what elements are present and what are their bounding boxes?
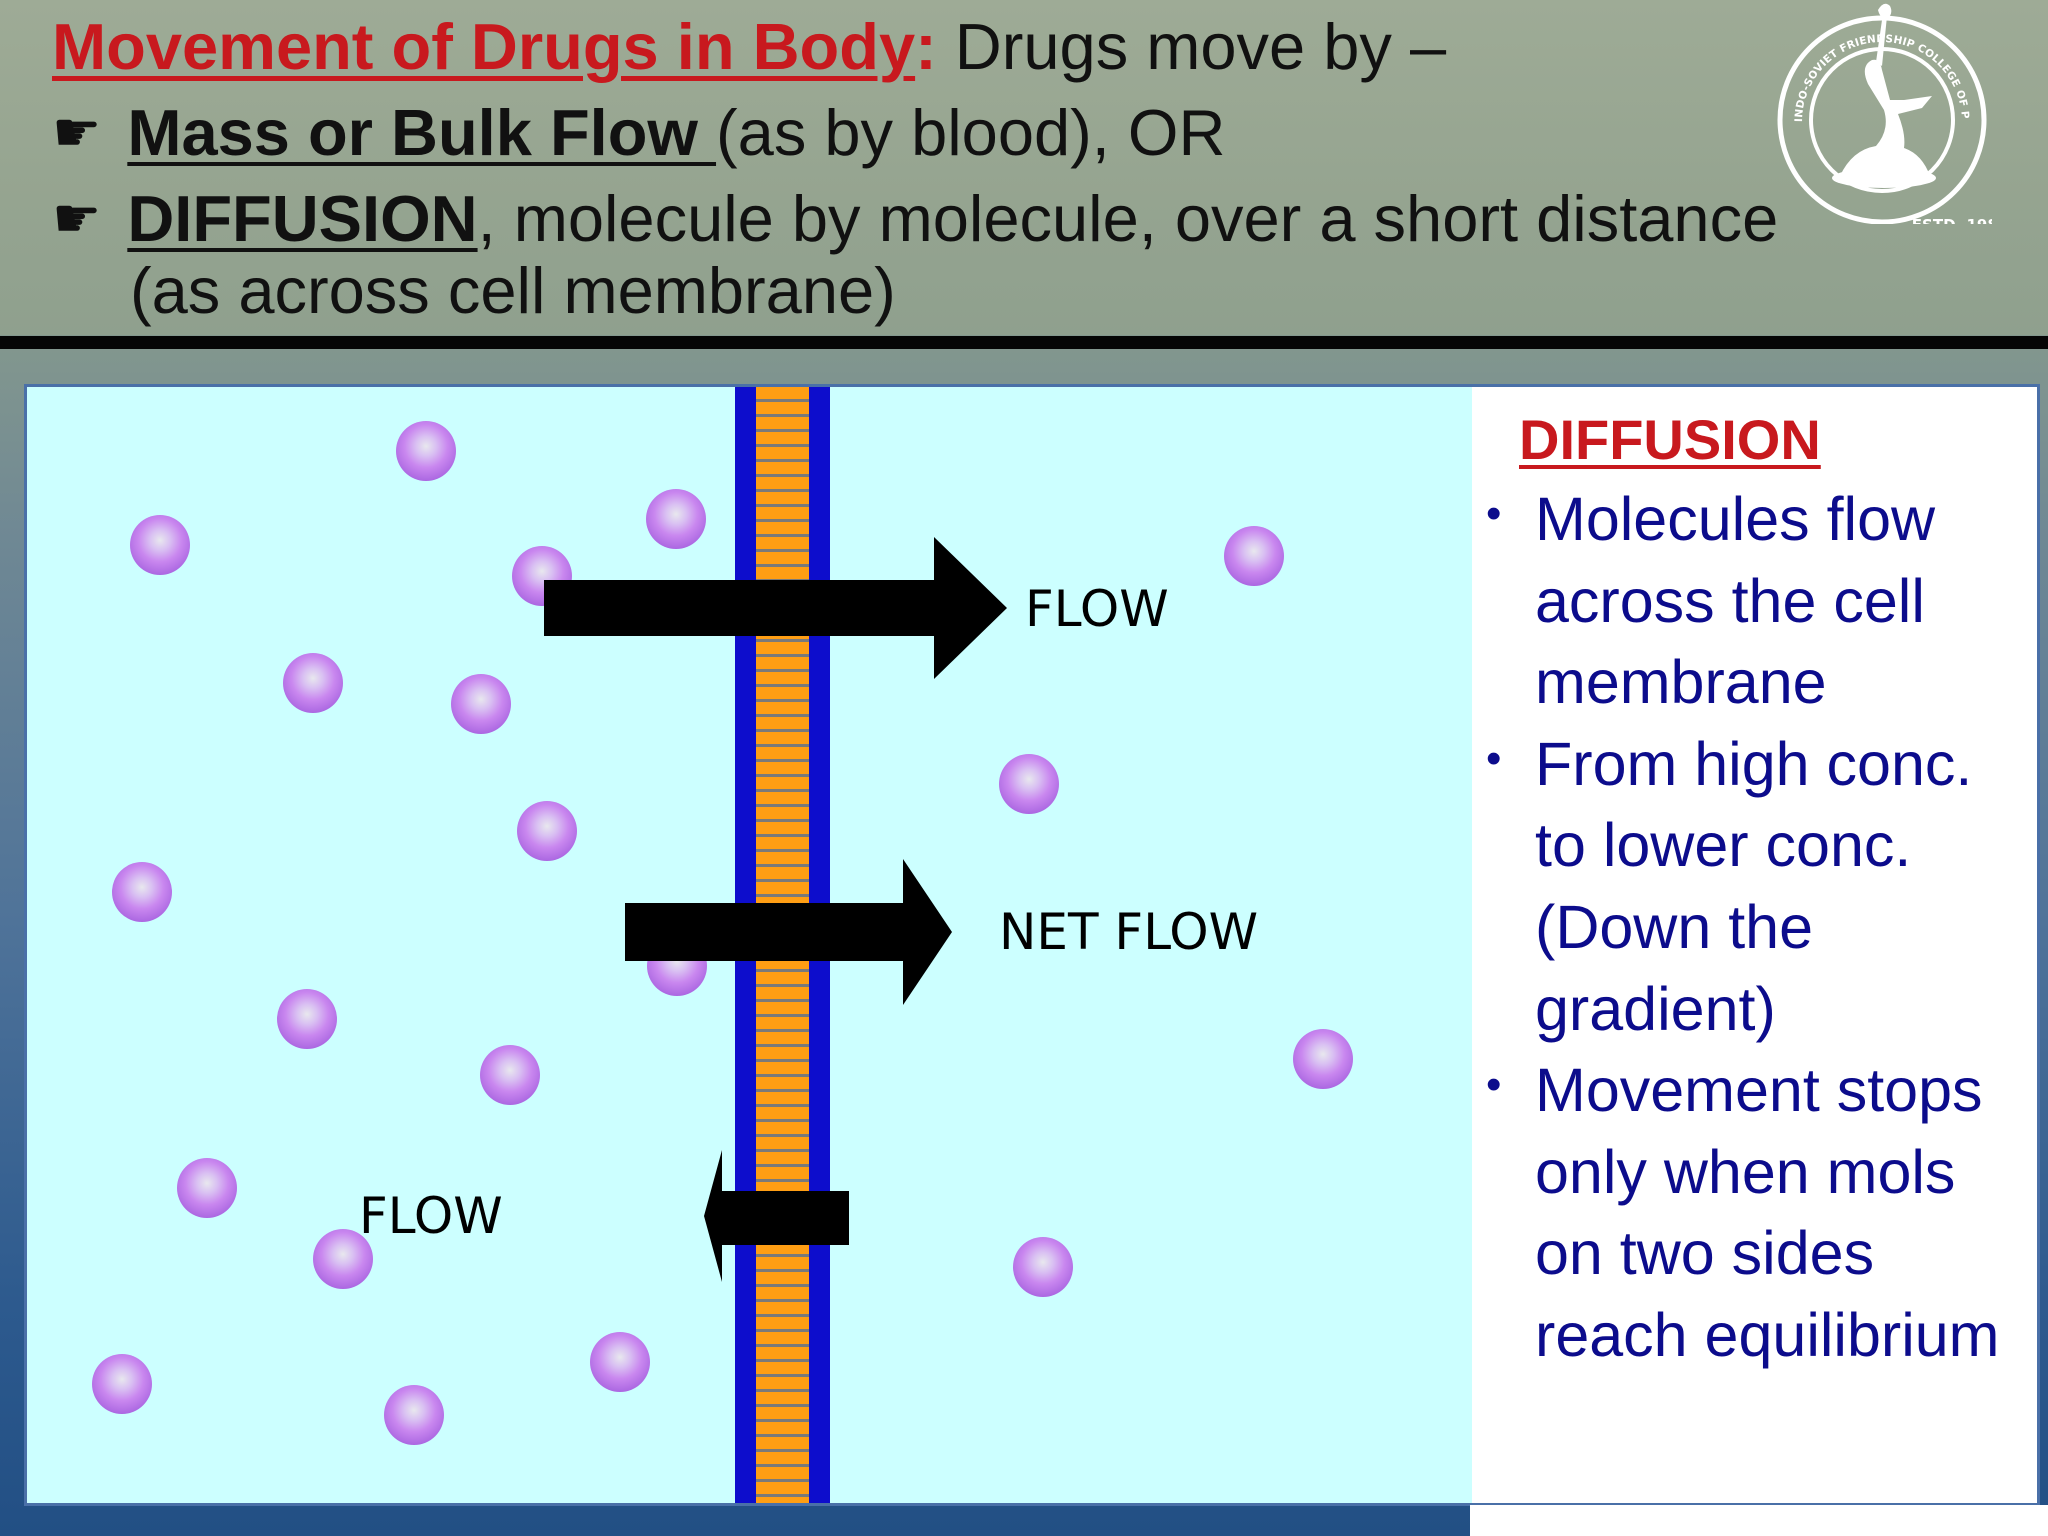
flow-label-top: FLOW — [1025, 580, 1169, 638]
intro-text: Drugs move by – — [936, 10, 1447, 83]
diffusion-panel: FLOW NET FLOW FLOW DIFFUSION Molecules f… — [24, 384, 2040, 1506]
college-logo: INDO-SOVIET FRIENDSHIP COLLEGE OF PHARMA… — [1772, 0, 1992, 224]
molecule — [451, 674, 511, 734]
header-bullet-2-continuation: (as across cell membrane) — [130, 254, 896, 327]
molecule — [92, 1354, 152, 1414]
molecule — [396, 421, 456, 481]
logo-estd: ESTD. 1984 — [1912, 216, 1992, 224]
diffusion-diagram: FLOW NET FLOW FLOW — [92, 387, 1353, 1503]
slide-header: Movement of Drugs in Body: Drugs move by… — [0, 0, 2048, 335]
bullet2-bold: DIFFUSION — [127, 182, 478, 255]
net-flow-arrow — [625, 859, 952, 1005]
bullet-item: From high conc. to lower conc. (Down the… — [1484, 718, 2015, 1050]
diffusion-textbox: DIFFUSION Molecules flow across the cell… — [1472, 387, 2037, 1503]
molecule — [1293, 1029, 1353, 1089]
net-flow-label: NET FLOW — [999, 903, 1258, 961]
bullet2-rest: , molecule by molecule, over a short dis… — [477, 182, 1779, 255]
molecule — [1224, 526, 1284, 586]
molecule — [590, 1332, 650, 1392]
molecule — [1013, 1237, 1073, 1297]
molecule — [283, 653, 343, 713]
pointing-hand-icon: ☛ — [52, 187, 102, 249]
molecule — [177, 1158, 237, 1218]
flow-arrow-left-bottom — [704, 1150, 849, 1282]
molecule — [112, 862, 172, 922]
bullet-item: Movement stops only when mols on two sid… — [1484, 1044, 2015, 1376]
molecule — [130, 515, 190, 575]
bullet1-bold: Mass or Bulk Flow — [127, 96, 717, 169]
title-colon: : — [915, 10, 937, 83]
slide-corner-strip — [1470, 1505, 2048, 1536]
molecule — [277, 989, 337, 1049]
molecule — [384, 1385, 444, 1445]
molecule — [480, 1045, 540, 1105]
pointing-hand-icon: ☛ — [52, 101, 102, 163]
bullet-item: Molecules flow across the cell membrane — [1484, 473, 2015, 724]
header-divider — [0, 336, 2048, 349]
header-bullet-1: ☛Mass or Bulk Flow (as by blood), OR — [52, 100, 1225, 165]
slide-title: Movement of Drugs in Body — [52, 10, 916, 83]
flow-arrow-right-top — [544, 537, 1007, 679]
header-line-1: Movement of Drugs in Body: Drugs move by… — [52, 14, 1446, 79]
molecules — [92, 421, 1353, 1445]
molecule — [517, 801, 577, 861]
diffusion-bullets: Molecules flow across the cell membrane … — [1484, 473, 2015, 1377]
molecule — [313, 1229, 373, 1289]
header-bullet-2: ☛DIFFUSION, molecule by molecule, over a… — [52, 186, 1778, 251]
molecule — [999, 754, 1059, 814]
diffusion-title: DIFFUSION — [1519, 408, 1821, 471]
molecule — [646, 489, 706, 549]
flow-label-bottom: FLOW — [359, 1187, 503, 1245]
bullet1-rest: (as by blood), OR — [716, 96, 1226, 169]
